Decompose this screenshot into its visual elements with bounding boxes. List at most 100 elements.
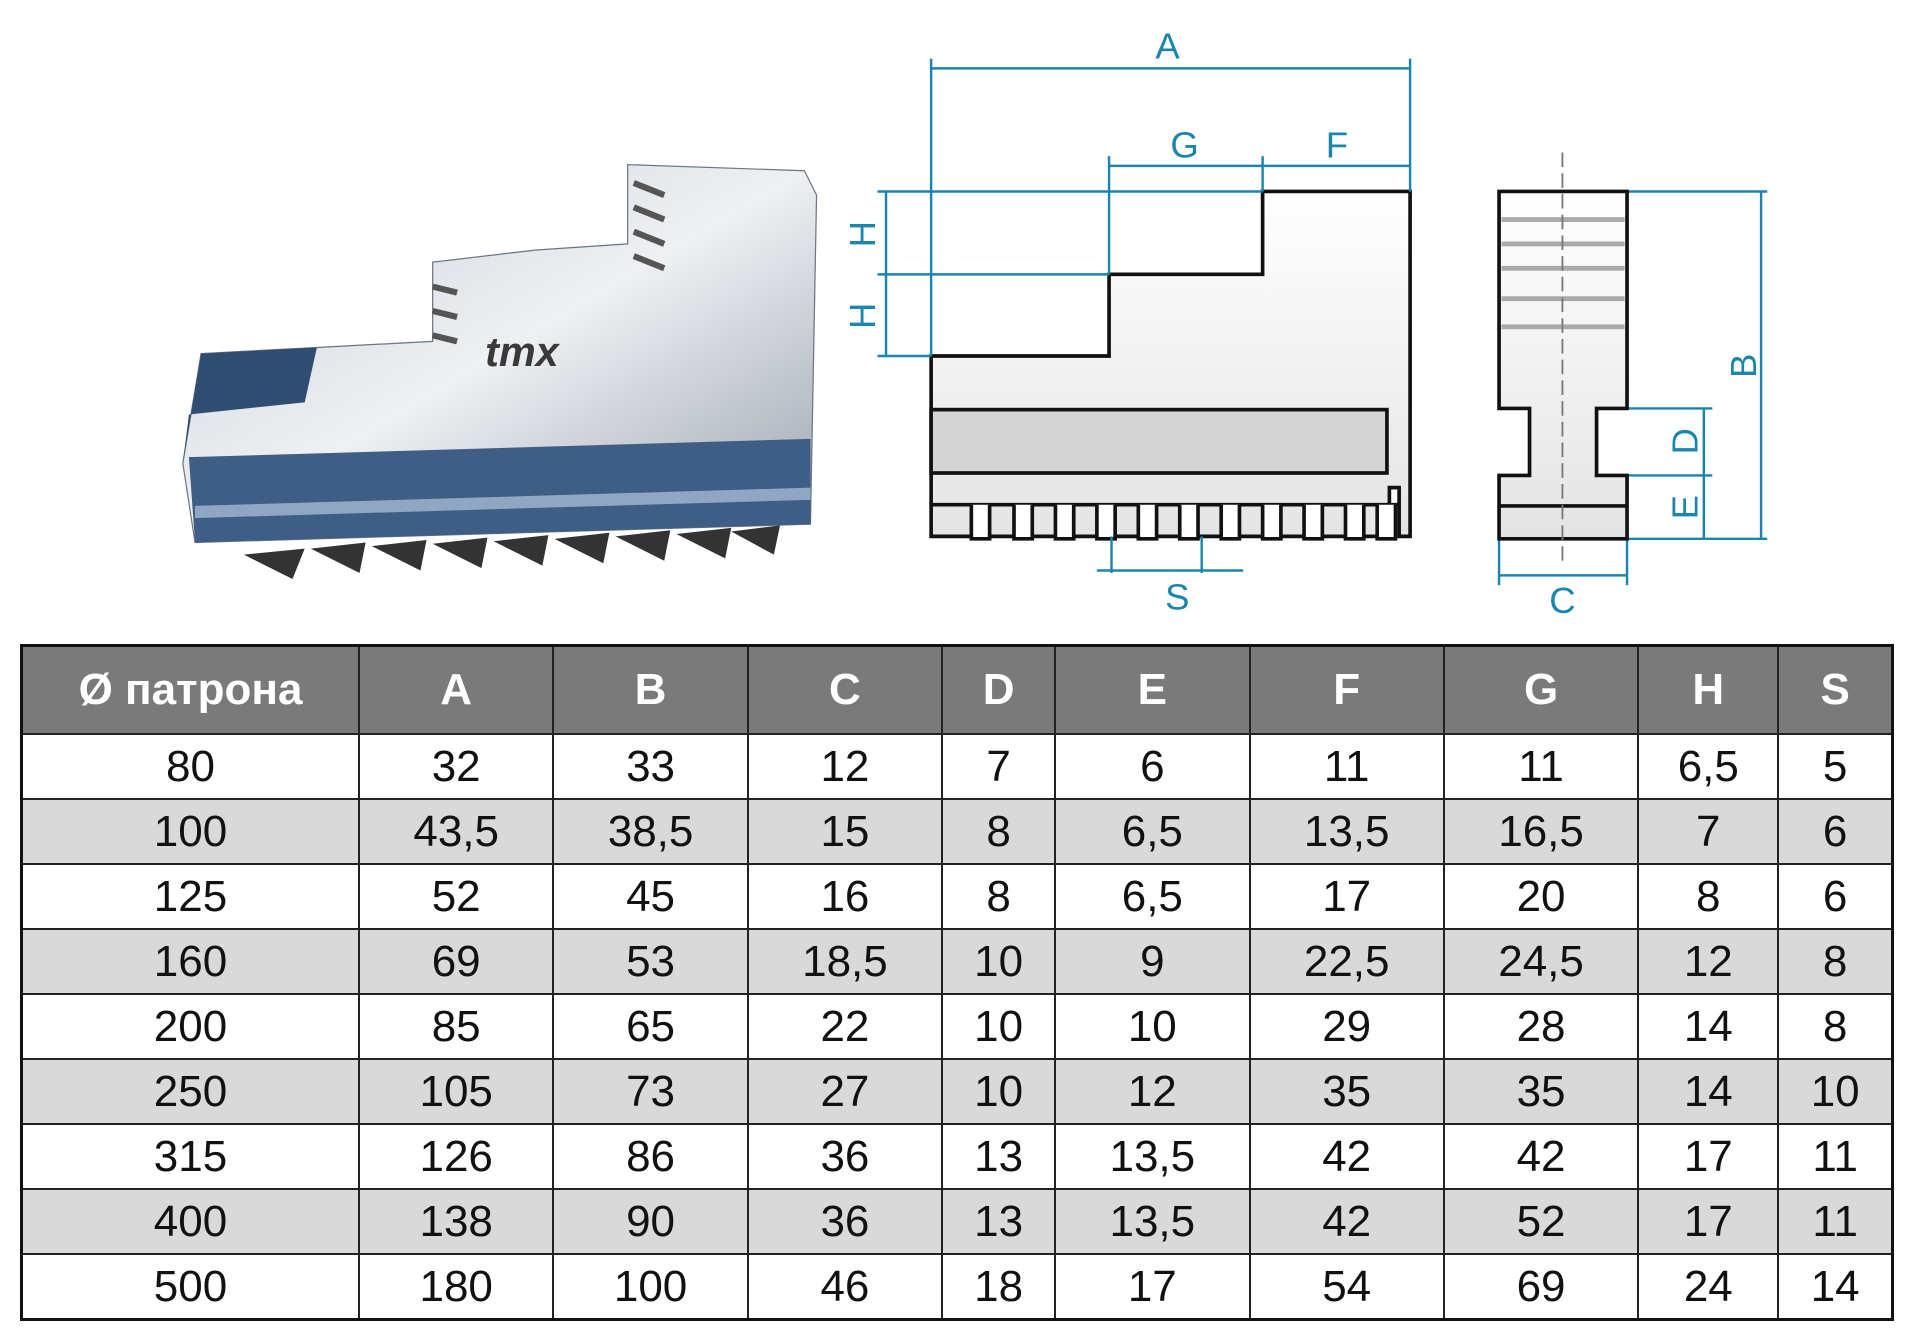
table-cell: 6	[1777, 863, 1894, 930]
header-a: A	[357, 644, 555, 735]
side-view-drawing	[929, 189, 1412, 541]
table-cell: 6,5	[1054, 798, 1251, 865]
table-cell: 54	[1248, 1253, 1445, 1321]
table-cell: 8	[1777, 928, 1894, 995]
table-cell: 10	[1777, 1058, 1894, 1125]
table-cell: 8	[941, 863, 1057, 930]
table-cell: 80	[20, 733, 360, 800]
table-cell: 65	[552, 993, 749, 1060]
header-c: C	[746, 644, 944, 735]
dim-label-e: E	[1665, 495, 1706, 519]
table-cell: 10	[941, 928, 1057, 995]
dim-label-g: G	[1170, 124, 1198, 165]
table-cell: 52	[357, 863, 555, 930]
table-cell: 11	[1777, 1123, 1894, 1190]
tmx-logo: tmx	[485, 328, 561, 375]
table-cell: 18,5	[746, 928, 944, 995]
table-cell: 52	[1442, 1188, 1640, 1255]
dim-label-d: D	[1665, 428, 1706, 454]
table-cell: 400	[20, 1188, 360, 1255]
table-cell: 100	[552, 1253, 749, 1321]
table-cell: 7	[1637, 798, 1780, 865]
table-cell: 6	[1054, 733, 1251, 800]
table-cell: 13	[941, 1123, 1057, 1190]
table-cell: 24	[1637, 1253, 1780, 1321]
table-cell: 100	[20, 798, 360, 865]
dim-label-s: S	[1165, 577, 1189, 618]
table-cell: 10	[941, 993, 1057, 1060]
dimension-lines	[877, 58, 1768, 586]
table-cell: 6	[1777, 798, 1894, 865]
dim-label-c: C	[1549, 580, 1575, 621]
header-e: E	[1054, 644, 1251, 735]
header-h: H	[1637, 644, 1780, 735]
dim-label-a: A	[1155, 26, 1180, 67]
table-cell: 12	[746, 733, 944, 800]
table-cell: 180	[357, 1253, 555, 1321]
header-chuck-diameter: Ø патрона	[20, 644, 360, 735]
table-cell: 250	[20, 1058, 360, 1125]
table-cell: 138	[357, 1188, 555, 1255]
table-cell: 27	[746, 1058, 944, 1125]
table-cell: 160	[20, 928, 360, 995]
table-cell: 45	[552, 863, 749, 930]
table-cell: 29	[1248, 993, 1445, 1060]
jaw-photo: tmx	[182, 164, 818, 580]
table-cell: 46	[746, 1253, 944, 1321]
table-cell: 126	[357, 1123, 555, 1190]
table-cell: 17	[1054, 1253, 1251, 1321]
table-cell: 8	[1777, 993, 1894, 1060]
table-cell: 16	[746, 863, 944, 930]
jaw-illustration: tmx A G F H H	[182, 26, 1768, 621]
table-cell: 16,5	[1442, 798, 1640, 865]
dim-label-b: B	[1723, 354, 1764, 378]
table-cell: 9	[1054, 928, 1251, 995]
table-cell: 17	[1637, 1123, 1780, 1190]
table-cell: 53	[552, 928, 749, 995]
header-b: B	[552, 644, 749, 735]
table-cell: 17	[1637, 1188, 1780, 1255]
table-cell: 13,5	[1248, 798, 1445, 865]
table-cell: 73	[552, 1058, 749, 1125]
table-cell: 69	[1442, 1253, 1640, 1321]
table-cell: 14	[1637, 1058, 1780, 1125]
table-cell: 42	[1442, 1123, 1640, 1190]
table-cell: 10	[941, 1058, 1057, 1125]
table-cell: 125	[20, 863, 360, 930]
table-cell: 18	[941, 1253, 1057, 1321]
table-cell: 14	[1777, 1253, 1894, 1321]
front-view-drawing	[1497, 152, 1629, 561]
table-cell: 11	[1777, 1188, 1894, 1255]
table-cell: 500	[20, 1253, 360, 1321]
table-cell: 6,5	[1637, 733, 1780, 800]
table-cell: 17	[1248, 863, 1445, 930]
table-cell: 35	[1248, 1058, 1445, 1125]
table-cell: 86	[552, 1123, 749, 1190]
table-cell: 7	[941, 733, 1057, 800]
table-cell: 85	[357, 993, 555, 1060]
table-cell: 20	[1442, 863, 1640, 930]
header-f: F	[1248, 644, 1445, 735]
table-cell: 12	[1637, 928, 1780, 995]
table-cell: 105	[357, 1058, 555, 1125]
dim-label-h-upper: H	[842, 221, 883, 247]
table-cell: 13,5	[1054, 1123, 1251, 1190]
table-cell: 8	[941, 798, 1057, 865]
table-cell: 69	[357, 928, 555, 995]
table-cell: 10	[1054, 993, 1251, 1060]
table-cell: 43,5	[357, 798, 555, 865]
header-s: S	[1777, 644, 1894, 735]
table-cell: 15	[746, 798, 944, 865]
table-cell: 13,5	[1054, 1188, 1251, 1255]
table-cell: 11	[1248, 733, 1445, 800]
dim-label-h-lower: H	[842, 303, 883, 329]
table-cell: 5	[1777, 733, 1894, 800]
